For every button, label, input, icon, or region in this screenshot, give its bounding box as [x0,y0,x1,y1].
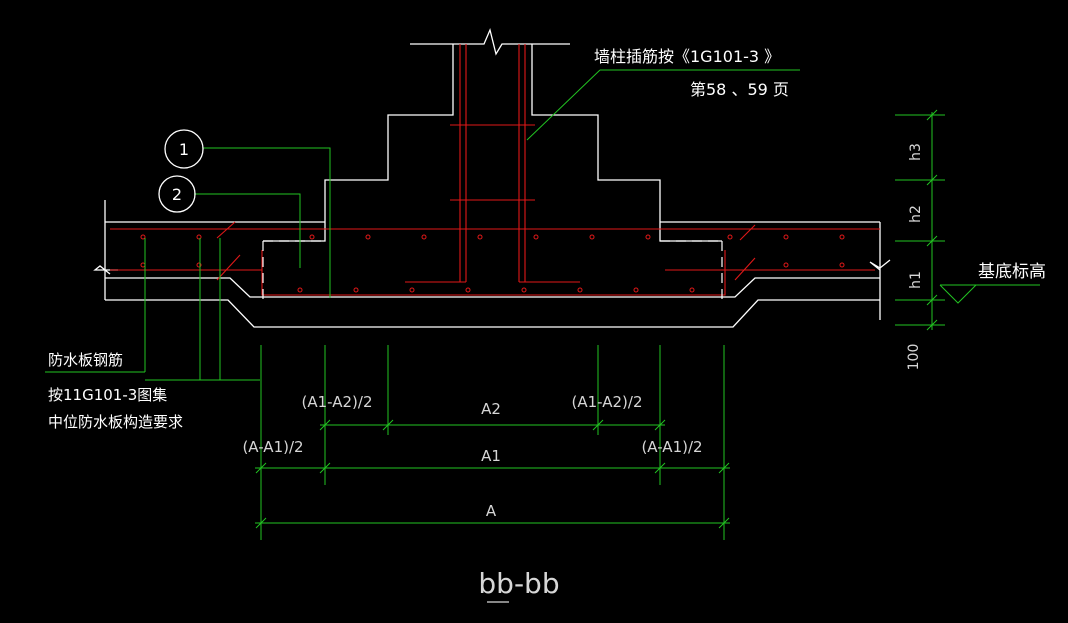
dim-label-h2: h2 [908,205,924,223]
rebar-lines [110,44,880,296]
dim-label-a1-a2-right: (A1-A2)/2 [572,393,643,411]
callout-2-label: 2 [172,185,182,204]
callout-1-label: 1 [179,140,189,159]
dim-label-h3: h3 [908,143,924,161]
page-reference-note: 第58 、59 页 [690,80,789,99]
dim-label-100: 100 [906,344,922,371]
dim-label-a-a1-left: (A-A1)/2 [242,438,303,456]
dim-label-a1-a2-left: (A1-A2)/2 [302,393,373,411]
callout-2-circle [158,175,196,213]
waterproof-note-line1: 防水板钢筋 [48,351,123,369]
dimension-lines [45,69,1040,540]
base-elevation-label: 基底标高 [978,262,1046,282]
concrete-outline [93,27,891,328]
hidden-lines [262,240,723,300]
callout-1-circle [164,129,204,169]
dim-label-a: A [486,502,497,520]
section-title: bb-bb [478,567,559,600]
dim-label-a2: A2 [481,400,501,418]
dim-label-h1: h1 [908,271,924,289]
dim-label-a-a1-right: (A-A1)/2 [641,438,702,456]
waterproof-note-line2: 按11G101-3图集 [48,386,167,404]
waterproof-note-line3: 中位防水板构造要求 [48,413,183,431]
wall-column-note: 墙柱插筋按《1G101-3 》 [594,47,780,66]
rebar-dots [140,234,845,293]
dim-label-a1: A1 [481,447,501,465]
callout-circles [158,129,204,213]
